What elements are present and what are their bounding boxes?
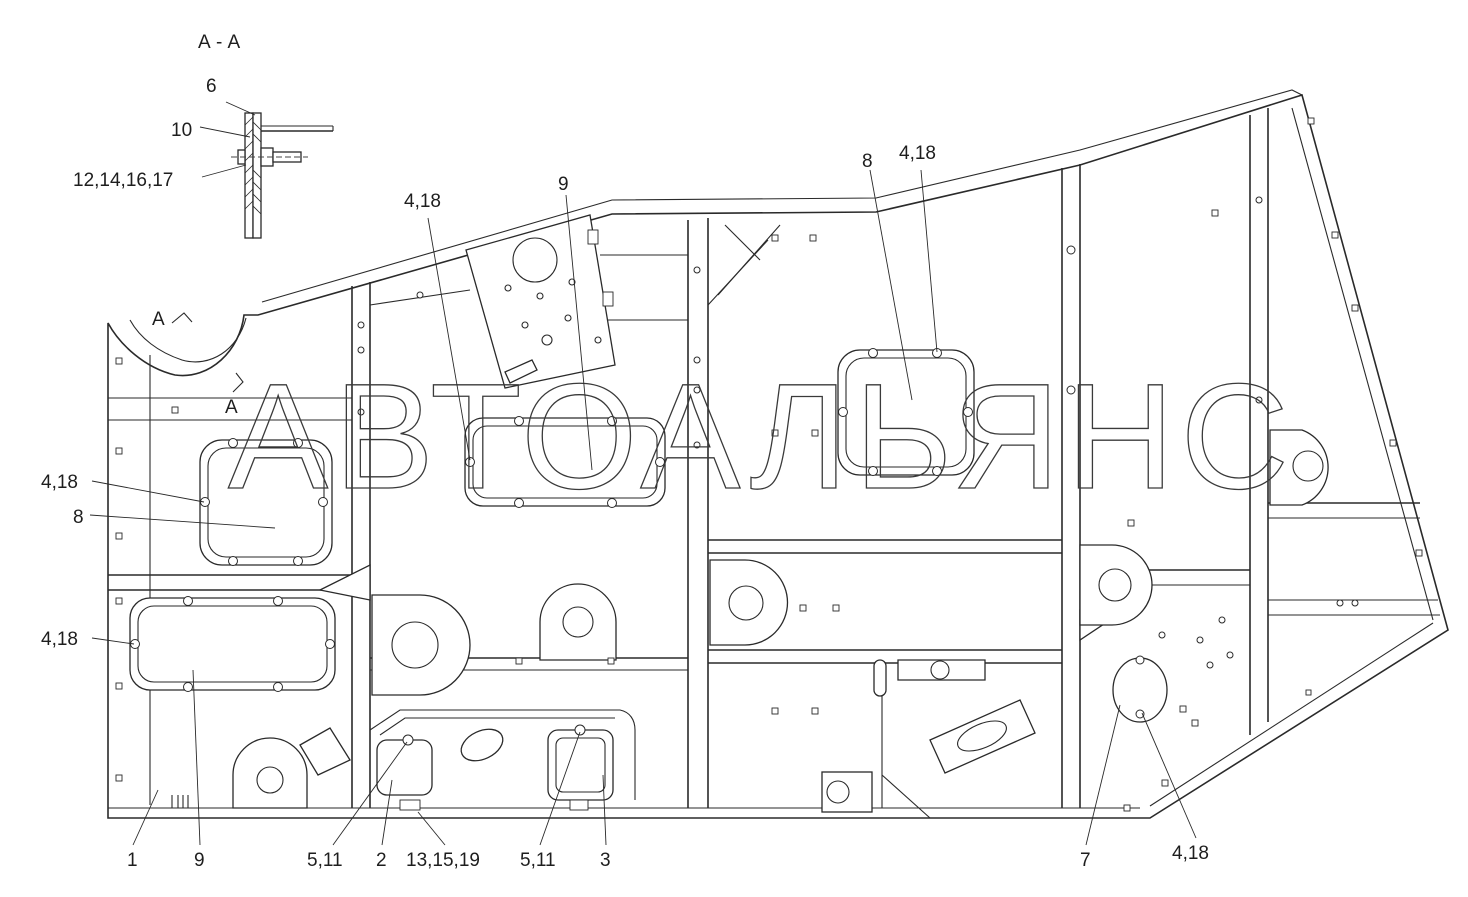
hatch-9-left [129, 597, 336, 691]
callout-10: 10 [171, 120, 192, 141]
callout-4-18-left-mid: 4,18 [41, 472, 78, 493]
section-title: А - А [198, 32, 241, 53]
section-mark-bottom: А [225, 397, 238, 418]
section-mark-top: А [152, 309, 165, 330]
bottom-cutouts [171, 659, 1036, 811]
callout-8-left: 8 [73, 507, 84, 528]
callout-4-18-bottom: 4,18 [1172, 843, 1209, 864]
mounting-plate-top [465, 214, 616, 389]
callout-4-18-top-right: 4,18 [899, 143, 936, 164]
callout-7: 7 [1080, 850, 1091, 871]
callout-4-18-top-left: 4,18 [404, 191, 441, 212]
callout-5-11-left: 5,11 [307, 850, 343, 871]
callout-labels: 4,18 9 8 4,18 4,18 8 4,18 1 9 5,11 2 13,… [41, 143, 1209, 871]
rib-rivets [357, 196, 1359, 669]
callout-4-18-left-low: 4,18 [41, 629, 78, 650]
mount-bosses [232, 429, 1329, 813]
section-panel-6 [244, 112, 254, 239]
cover-2 [376, 739, 433, 796]
section-panel-10 [252, 112, 262, 239]
small-fixings [115, 117, 1423, 812]
callout-12-14-16-17: 12,14,16,17 [73, 170, 173, 191]
section-marks: А А [152, 309, 244, 418]
callout-8-top: 8 [862, 151, 873, 172]
callout-3: 3 [600, 850, 611, 871]
hatch-covers [129, 349, 1168, 723]
leader-lines [89, 169, 1197, 846]
section-view-a-a: А - А 6 10 12,14,16,17 [73, 32, 334, 239]
hatch-bolts [130, 348, 1145, 719]
callout-1: 1 [127, 850, 138, 871]
hatch-8-right [837, 349, 975, 476]
watermark-text: АВТОАЛЬЯНС [228, 352, 1295, 520]
callout-13-15-19: 13,15,19 [406, 850, 480, 871]
section-hatching [244, 116, 262, 215]
callout-6: 6 [206, 76, 217, 97]
vertical-ribs [149, 108, 1269, 808]
callout-5-11-right: 5,11 [520, 850, 556, 871]
callout-2: 2 [376, 850, 387, 871]
callout-9-top: 9 [558, 174, 569, 195]
callout-9-bottom: 9 [194, 850, 205, 871]
hatch-8-left [199, 439, 333, 566]
